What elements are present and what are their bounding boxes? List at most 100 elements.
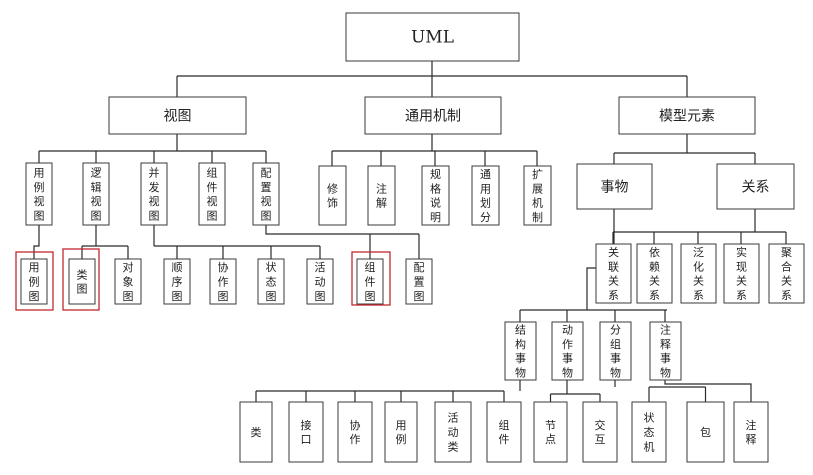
diagram-type-7-label: 组件图: [365, 260, 376, 303]
node-common-mechanisms: 通用机制: [364, 96, 502, 135]
view-0: 用例视图: [25, 162, 53, 226]
mechanism-1-label: 注解: [376, 181, 387, 209]
nodes: UML视图通用机制模型元素用例视图逻辑视图并发视图组件视图配置视图用例图类图对象…: [15, 12, 805, 463]
node-relationships-box: [716, 163, 795, 210]
thing-kind-0-label: 结构事物: [515, 324, 526, 380]
thing-item-3: 用例: [384, 401, 418, 463]
thing-kind-1-label: 动作事物: [562, 324, 573, 380]
node-model-elements-label: 模型元素: [659, 109, 715, 125]
diagram-type-6-box: [306, 258, 334, 305]
thing-kind-1-box: [551, 321, 584, 381]
relationship-2-label: 泛化关系: [693, 246, 704, 302]
view-0-label: 用例视图: [34, 167, 45, 223]
thing-kind-3-label: 注释事物: [660, 323, 671, 380]
diagram-type-4-label: 协作图: [218, 260, 229, 303]
relationship-1-box: [636, 243, 673, 304]
connector: [664, 380, 752, 402]
view-4-box: [252, 162, 280, 226]
diagram-type-8-label: 配置图: [414, 261, 425, 303]
thing-item-6-box: [533, 401, 568, 463]
thing-kind-2-box: [599, 321, 632, 381]
thing-item-5: 组件: [486, 401, 522, 463]
view-2-box: [140, 162, 168, 226]
node-views-box: [108, 96, 247, 135]
connector: [265, 225, 419, 235]
node-views-label: 视图: [164, 109, 192, 125]
thing-item-0: 类: [239, 401, 273, 463]
diagram-type-0-label: 用例图: [29, 261, 40, 303]
thing-kind-3-box: [649, 321, 682, 381]
diagram-type-5: 状态图: [257, 258, 285, 305]
thing-item-3-box: [384, 401, 418, 463]
mechanism-4-label: 扩展机制: [532, 167, 543, 224]
diagram-type-5-label: 状态图: [266, 260, 277, 303]
highlight-component-diagram: [351, 251, 391, 306]
diagram-type-3: 顺序图: [163, 258, 191, 305]
diagram-type-2-box: [114, 258, 142, 305]
thing-item-4: 活动类: [434, 401, 472, 463]
diagram-type-3-label: 顺序图: [172, 261, 183, 303]
diagram-type-6: 活动图: [306, 258, 334, 305]
diagram-type-3-box: [163, 258, 191, 305]
relationship-4-box: [768, 243, 805, 304]
mechanism-4: 扩展机制: [523, 165, 552, 226]
view-0-box: [25, 162, 53, 226]
diagram-type-7-box: [356, 258, 384, 305]
mechanism-1-box: [367, 165, 396, 226]
mechanism-3-label: 通用划分: [480, 168, 491, 224]
thing-item-7-box: [582, 401, 618, 463]
diagram-type-2: 对象图: [114, 258, 142, 305]
mechanism-0-box: [318, 165, 347, 226]
connector: [33, 225, 40, 259]
diagram-type-8: 配置图: [405, 258, 433, 305]
thing-item-9: 包: [686, 401, 725, 463]
node-relationships-label: 关系: [742, 180, 770, 196]
relationship-0: 关联关系: [595, 243, 632, 304]
thing-kind-2: 分组事物: [599, 321, 632, 381]
diagram-type-6-label: 活动图: [315, 261, 326, 303]
relationship-3-label: 实现关系: [736, 245, 747, 302]
node-things-box: [576, 163, 653, 210]
thing-item-7: 交互: [582, 401, 618, 463]
thing-item-1-box: [288, 401, 324, 463]
diagram-type-1: 类图: [68, 258, 96, 305]
relationship-1-label: 依赖关系: [649, 246, 660, 302]
thing-kind-2-label: 分组事物: [610, 324, 621, 380]
thing-item-0-label: 类: [251, 425, 262, 439]
diagram-type-4-box: [209, 258, 237, 305]
thing-kind-1: 动作事物: [551, 321, 584, 381]
thing-item-4-box: [434, 401, 472, 463]
relationship-3: 实现关系: [723, 243, 760, 304]
thing-item-9-box: [686, 401, 725, 463]
mechanism-3-box: [471, 165, 500, 226]
thing-kind-0-box: [504, 321, 537, 381]
node-relationships: 关系: [716, 163, 795, 210]
thing-kind-3: 注释事物: [649, 321, 682, 381]
thing-kind-0: 结构事物: [504, 321, 537, 381]
thing-item-10-box: [733, 401, 769, 463]
diagram-type-5-box: [257, 258, 285, 305]
relationship-1: 依赖关系: [636, 243, 673, 304]
diagram-type-1-label: 类图: [77, 267, 88, 295]
diagram-type-2-label: 对象图: [123, 260, 134, 303]
thing-item-7-label: 交互: [595, 418, 606, 446]
mechanism-2: 规格说明: [421, 165, 450, 226]
diagram-type-0-box: [20, 258, 48, 305]
thing-item-5-box: [486, 401, 522, 463]
node-root-box: [345, 12, 520, 62]
view-3-box: [198, 162, 226, 226]
thing-item-3-label: 用例: [396, 419, 407, 446]
node-root-label: UML: [411, 28, 454, 48]
view-1-label: 逻辑视图: [91, 167, 102, 223]
node-things: 事物: [576, 163, 653, 210]
thing-item-2-label: 协作: [350, 418, 361, 446]
node-common-mechanisms-label: 通用机制: [405, 109, 461, 125]
node-views: 视图: [108, 96, 247, 135]
mechanism-4-box: [523, 165, 552, 226]
relationship-2: 泛化关系: [680, 243, 717, 304]
view-2-label: 并发视图: [149, 166, 160, 223]
highlight-class-diagram: [62, 248, 100, 311]
thing-item-10: 注释: [733, 401, 769, 463]
